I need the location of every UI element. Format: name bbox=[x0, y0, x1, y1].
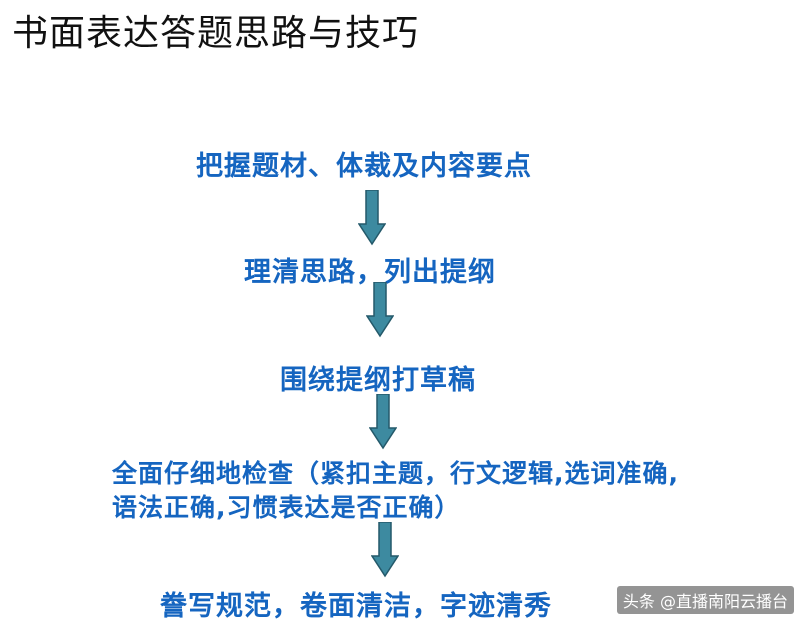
down-arrow-icon bbox=[358, 190, 386, 246]
down-arrow-icon bbox=[366, 282, 394, 338]
step-3: 围绕提纲打草稿 bbox=[280, 365, 476, 396]
step-1: 把握题材、体裁及内容要点 bbox=[196, 151, 532, 182]
page-title: 书面表达答题思路与技巧 bbox=[12, 13, 420, 54]
watermark: 头条 @直播南阳云播台 bbox=[616, 586, 794, 614]
step-4-line-2: 语法正确,习惯表达是否正确） bbox=[112, 493, 461, 522]
step-4-line-1: 全面仔细地检查（紧扣主题，行文逻辑,选词准确, bbox=[112, 459, 679, 488]
down-arrow-icon bbox=[371, 522, 399, 578]
step-2: 理清思路，列出提纲 bbox=[244, 257, 496, 288]
down-arrow-icon bbox=[369, 394, 397, 450]
step-5: 誊写规范，卷面清洁，字迹清秀 bbox=[160, 591, 552, 622]
